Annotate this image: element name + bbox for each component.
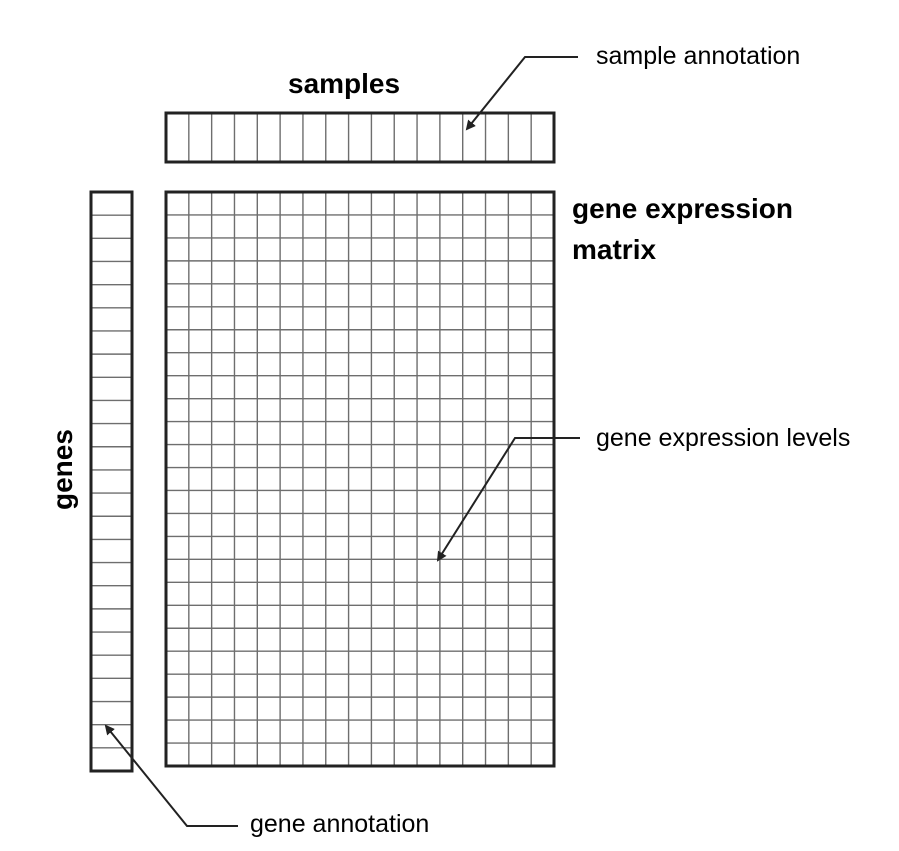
sample-annotation-bar	[164, 111, 556, 164]
samples-label: samples	[288, 68, 400, 99]
matrix-frame	[164, 190, 556, 768]
gene-annotation-label: gene annotation	[250, 810, 429, 838]
gene-annotation-bar	[89, 190, 134, 773]
sample-annotation-arrow	[465, 56, 578, 131]
sample-annotation-grid	[188, 113, 532, 162]
matrix-label-line2: matrix	[572, 234, 656, 265]
sample-annotation-label: sample annotation	[596, 42, 800, 70]
gene-annotation-frame	[89, 190, 134, 773]
gene-expression-levels-label: gene expression levels	[596, 424, 850, 452]
gene-annotation-arrow	[104, 724, 238, 827]
genes-label: genes	[47, 429, 78, 510]
matrix-label-line1: gene expression	[572, 193, 793, 224]
sample-annotation-frame	[164, 111, 556, 164]
matrix-grid	[166, 192, 554, 766]
gene-expression-levels-arrow	[436, 437, 580, 562]
gene-expression-matrix	[164, 190, 556, 768]
gene-annotation-grid	[91, 214, 132, 749]
